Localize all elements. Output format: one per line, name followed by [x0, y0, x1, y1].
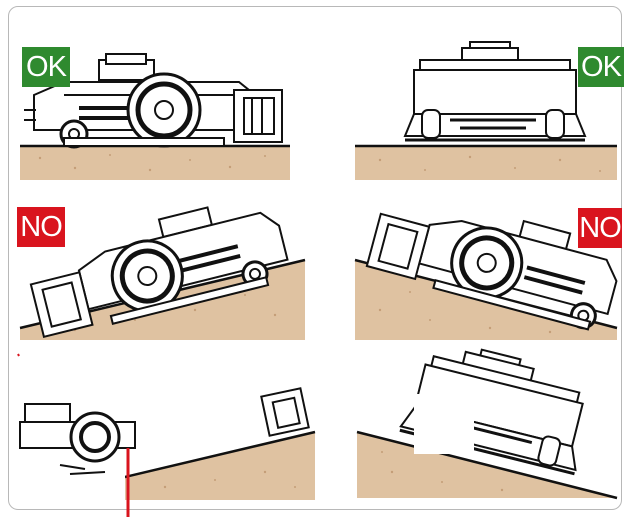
no-badge: NO	[578, 208, 622, 248]
panel-side-downhill: NO	[350, 200, 622, 340]
panel-front-flat: OK	[350, 40, 622, 180]
panel-side-ramp-edge-drawing	[15, 352, 315, 517]
dirt-ground-icon	[20, 146, 290, 180]
ok-badge: OK	[22, 47, 70, 87]
occlusion-patch	[414, 394, 474, 454]
panel-side-uphill: NO	[15, 200, 305, 340]
red-marker	[18, 354, 19, 356]
panel-front-tilted-drawing	[352, 352, 622, 502]
ok-badge: OK	[578, 47, 624, 87]
dirt-ground-icon	[355, 146, 617, 180]
no-badge: NO	[17, 207, 65, 247]
panel-side-ramp-edge	[15, 352, 315, 517]
panel-front-tilted	[352, 352, 622, 502]
tracked-mower-front-icon	[405, 42, 585, 140]
panel-side-flat: OK	[20, 40, 290, 180]
